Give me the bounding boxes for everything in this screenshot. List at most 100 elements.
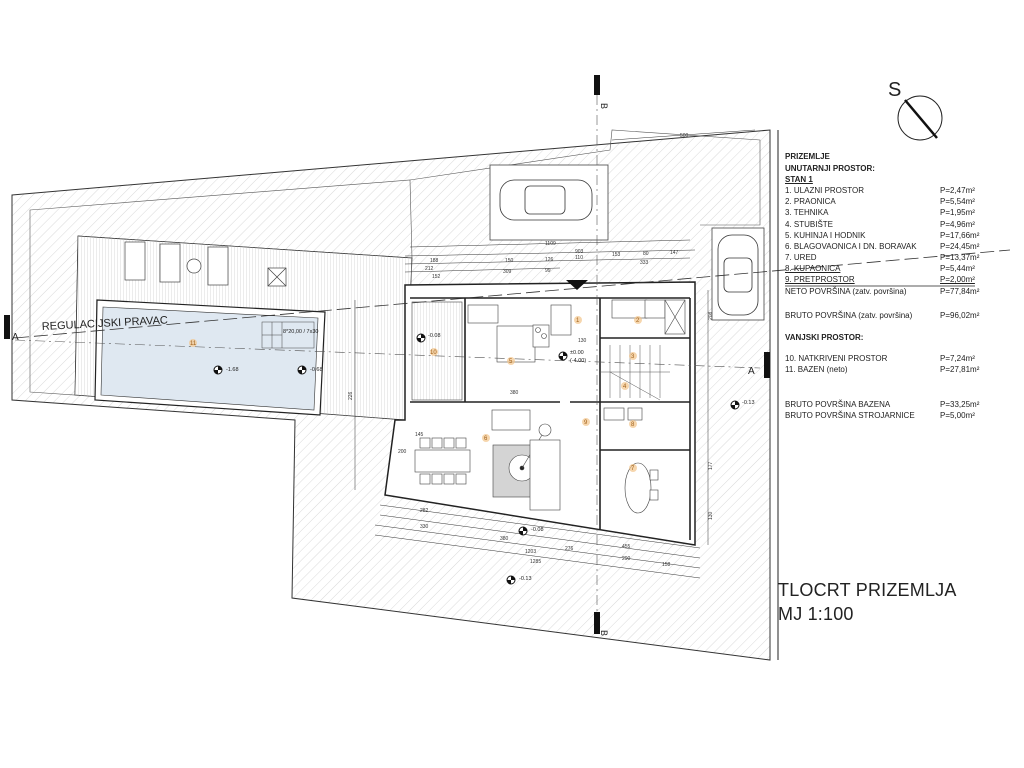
room-marker-2: 2: [634, 316, 642, 324]
section-b-label-bottom: B: [599, 630, 609, 636]
pool-steps: [261, 321, 315, 349]
legend-room-area: P=5,54m²: [940, 197, 975, 206]
dimension-label: 455: [622, 544, 631, 550]
legend-machine-gross-label: BRUTO POVRŠINA STROJARNICE: [785, 411, 915, 420]
legend-interior-heading: UNUTARNJI PROSTOR:: [785, 164, 875, 173]
legend-exterior-area: P=27,81m²: [940, 365, 980, 374]
dimension-label: 309: [503, 269, 512, 275]
elevation-marker: ±0.00(-4.00): [558, 350, 586, 364]
drawing-title: TLOCRT PRIZEMLJA: [778, 580, 957, 600]
legend-machine-gross-value: P=5,00m²: [940, 411, 975, 420]
legend-gross-label: BRUTO POVRŠINA (zatv. površina): [785, 311, 913, 320]
room-marker-6: 6: [482, 434, 490, 442]
svg-text:8: 8: [631, 422, 635, 428]
svg-text:6: 6: [484, 436, 488, 442]
room-marker-8: 8: [629, 420, 637, 428]
legend-exterior-area: P=7,24m²: [940, 354, 975, 363]
svg-text:-1.68: -1.68: [226, 367, 239, 373]
room-number-markers: 1 2 3 4 5 6 7 8 9 10 11: [189, 316, 642, 472]
legend-room-name: 9. PRETPROSTOR: [785, 275, 855, 284]
legend-room-area: P=2,00m²: [940, 275, 975, 284]
legend-room-area: P=4,96m²: [940, 220, 975, 229]
dimension-label: 158: [662, 562, 671, 568]
room-marker-11: 11: [189, 339, 197, 347]
room-marker-1: 1: [574, 316, 582, 324]
legend-heading: PRIZEMLJE: [785, 152, 830, 161]
svg-text:11: 11: [190, 341, 197, 347]
svg-text:9: 9: [584, 420, 588, 426]
section-a-label-right: A: [748, 366, 755, 377]
legend-room-name: 8. KUPAONICA: [785, 264, 841, 273]
elevation-marker: -0.08: [416, 333, 441, 343]
legend-room-name: 4. STUBIŠTE: [785, 220, 834, 229]
legend-exterior-heading: VANJSKI PROSTOR:: [785, 333, 864, 342]
legend-exterior-name: 11. BAZEN (neto): [785, 365, 848, 374]
svg-text:-0.13: -0.13: [519, 576, 532, 582]
legend-room-name: 1. ULAZNI PROSTOR: [785, 186, 864, 195]
dimension-label: 330: [420, 524, 429, 530]
dimension-label: 333: [640, 260, 649, 266]
elevation-marker: -0.13: [506, 575, 532, 585]
elevation-marker: -0.13: [730, 400, 755, 410]
legend-gross-value: P=96,02m²: [940, 311, 980, 320]
dimension-label: 282: [420, 508, 429, 514]
elevation-marker: -0.68: [297, 365, 323, 375]
elevation-marker: -1.68: [213, 365, 239, 375]
section-b-label-top: B: [599, 103, 609, 109]
dimension-label: 130: [578, 338, 587, 344]
dimension-label: 200: [398, 449, 407, 455]
svg-text:2: 2: [636, 318, 640, 324]
dimension-label: 226: [348, 391, 354, 400]
svg-text:-0.68: -0.68: [310, 367, 323, 373]
car-icon: [499, 179, 593, 221]
legend-net-label: NETO POVRŠINA (zatv. površina): [785, 287, 907, 296]
svg-text:5: 5: [509, 359, 513, 365]
svg-text:1: 1: [576, 318, 580, 324]
legend-unit: STAN 1: [785, 175, 813, 184]
room-marker-7: 7: [629, 464, 637, 472]
room-marker-9: 9: [582, 418, 590, 426]
legend-room-area: P=2,47m²: [940, 186, 975, 195]
legend-room-area: P=17,66m²: [940, 231, 980, 240]
legend-room-name: 2. PRAONICA: [785, 197, 836, 206]
dimension-label: 147: [670, 250, 679, 256]
section-a-marker-left: [4, 315, 10, 339]
dimension-label: 1285: [530, 559, 541, 565]
dimension-label: 145: [415, 432, 424, 438]
svg-text:(-4.00): (-4.00): [570, 358, 586, 364]
regulation-line: [14, 249, 1011, 339]
legend-room-area: P=13,37m²: [940, 253, 980, 262]
legend-room-area: P=24,45m²: [940, 242, 980, 251]
dimension-label: 177: [708, 461, 714, 470]
dimension-label: 380: [510, 390, 519, 396]
dimension-label: 110: [575, 255, 583, 261]
legend-pool-gross-value: P=33,25m²: [940, 400, 980, 409]
dimension-label: 99: [545, 268, 551, 274]
svg-text:-0.08: -0.08: [531, 527, 544, 533]
legend-room-name: 6. BLAGOVAONICA I DN. BORAVAK: [785, 242, 917, 251]
svg-text:-0.13: -0.13: [742, 400, 755, 406]
legend-room-area: P=1,95m²: [940, 208, 975, 217]
car-icon: [717, 234, 759, 316]
legend-pool-gross-label: BRUTO POVRŠINA BAZENA: [785, 400, 891, 409]
stairs: [600, 345, 670, 401]
furniture: [414, 299, 686, 514]
svg-text:-0.08: -0.08: [428, 333, 441, 339]
room-marker-3: 3: [629, 352, 637, 360]
pool-water: [100, 306, 319, 411]
dimension-label: 152: [432, 274, 441, 280]
dimension-label: 276: [565, 546, 574, 552]
entrance-marker: [566, 280, 588, 290]
legend-exterior-name: 10. NATKRIVENI PROSTOR: [785, 354, 888, 363]
section-b-marker-bottom: [594, 612, 600, 634]
sun-loungers: [124, 241, 287, 287]
legend-room-name: 7. URED: [785, 253, 817, 262]
dimension-label: 290: [622, 556, 631, 562]
dimension-label: 903: [575, 249, 584, 255]
dimension-label: 380: [500, 536, 509, 542]
section-a-label-left: A: [12, 332, 19, 343]
dimension-label: 126: [545, 257, 554, 263]
stair-note: 8*20,00 / 7x30: [283, 329, 318, 335]
room-marker-10: 10: [430, 348, 438, 356]
room-marker-5: 5: [507, 357, 515, 365]
